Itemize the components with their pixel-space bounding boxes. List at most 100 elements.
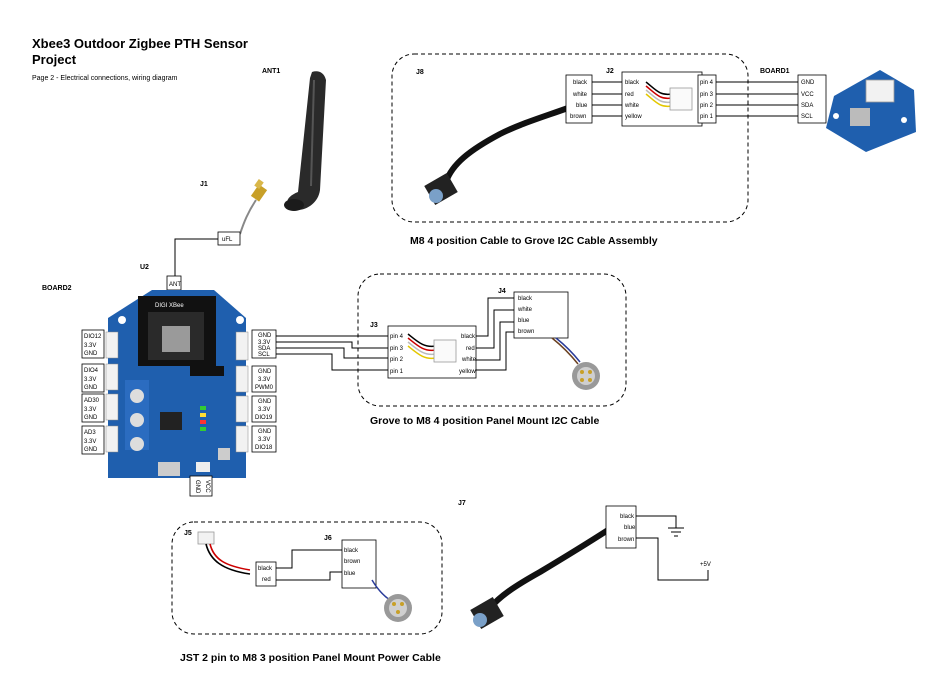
- grove-connector-top-image: [645, 81, 693, 111]
- ref-ant1: ANT1: [262, 68, 280, 75]
- ref-j5: J5: [184, 530, 192, 537]
- svg-text:SCL: SCL: [801, 114, 813, 120]
- caption-bottom: JST 2 pin to M8 3 position Panel Mount P…: [180, 652, 441, 664]
- svg-text:GND: GND: [84, 385, 98, 391]
- board2-image: DIGI XBee: [105, 290, 249, 478]
- svg-text:black: black: [344, 548, 359, 554]
- svg-text:pin 1: pin 1: [700, 114, 714, 120]
- j3-j4-wires: [476, 297, 518, 371]
- svg-text:AD3: AD3: [84, 430, 96, 436]
- svg-text:3.3V: 3.3V: [84, 439, 96, 445]
- board2-power-pins: [189, 475, 213, 497]
- svg-text:GND: GND: [258, 333, 272, 339]
- svg-text:3.3V: 3.3V: [258, 407, 270, 413]
- j4-box: [513, 291, 569, 339]
- title-line2: Project: [32, 52, 77, 67]
- svg-text:3.3V: 3.3V: [84, 407, 96, 413]
- svg-text:VCC: VCC: [204, 480, 210, 493]
- wires-board2-j3: [276, 335, 390, 371]
- svg-text:yellow: yellow: [625, 114, 642, 120]
- svg-text:black: black: [461, 334, 476, 340]
- svg-text:AD30: AD30: [84, 398, 100, 404]
- svg-text:pin 4: pin 4: [390, 334, 404, 340]
- ref-j6: J6: [324, 535, 332, 542]
- ref-j7: J7: [458, 500, 466, 507]
- ant-label: ANT: [169, 282, 181, 288]
- ufl-cable-image: [239, 179, 268, 235]
- board2-left-pins: DIO12 3.3V GND DIO4 3.3V GND AD30 3.3V G…: [81, 329, 105, 455]
- svg-text:SDA: SDA: [801, 103, 813, 109]
- svg-text:black: black: [573, 80, 588, 86]
- ref-u2: U2: [140, 264, 149, 271]
- board2-right-pins: GND 3.3V SDA SCL GND 3.3V PWM0 GND 3.3V …: [251, 329, 277, 453]
- svg-text:DIO4: DIO4: [84, 368, 99, 374]
- top-cable-group: [391, 53, 749, 223]
- svg-text:brown: brown: [570, 114, 586, 120]
- svg-text:GND: GND: [258, 429, 272, 435]
- svg-text:brown: brown: [344, 559, 360, 565]
- j6-box: [341, 539, 377, 589]
- j2-right-box: [697, 74, 717, 124]
- svg-text:white: white: [517, 307, 533, 313]
- svg-text:red: red: [466, 346, 475, 352]
- svg-text:blue: blue: [344, 571, 356, 577]
- svg-text:SCL: SCL: [258, 352, 270, 358]
- svg-text:brown: brown: [618, 537, 634, 543]
- mid-cable-group: [357, 273, 627, 407]
- svg-text:3.3V: 3.3V: [258, 437, 270, 443]
- svg-text:VCC: VCC: [801, 92, 814, 98]
- antenna-image: [284, 71, 326, 211]
- svg-text:DIO19: DIO19: [255, 415, 273, 421]
- title-line1: Xbee3 Outdoor Zigbee PTH Sensor: [32, 36, 248, 51]
- svg-text:3.3V: 3.3V: [258, 377, 270, 383]
- j5-j6-wires: [276, 549, 344, 581]
- svg-text:pin 2: pin 2: [700, 103, 714, 109]
- svg-text:blue: blue: [576, 103, 588, 109]
- svg-text:blue: blue: [624, 525, 636, 531]
- svg-text:GND: GND: [194, 480, 200, 494]
- svg-text:PWM0: PWM0: [255, 385, 274, 391]
- svg-text:3.3V: 3.3V: [84, 343, 96, 349]
- svg-text:blue: blue: [518, 318, 530, 324]
- svg-text:pin 3: pin 3: [700, 92, 714, 98]
- ufl-label: uFL: [222, 237, 233, 243]
- panel-mount-mid-image: [551, 337, 600, 390]
- power-label: +5V: [700, 562, 711, 568]
- m8-cable-bottom-image: [470, 527, 610, 630]
- svg-text:black: black: [620, 514, 635, 520]
- svg-text:GND: GND: [258, 399, 272, 405]
- board1-box: [797, 74, 827, 124]
- j3-box: [387, 325, 477, 379]
- caption-mid: Grove to M8 4 position Panel Mount I2C C…: [370, 415, 599, 427]
- panel-mount-bottom-image: [371, 579, 412, 622]
- svg-text:GND: GND: [801, 80, 815, 86]
- j7-power-wires: [636, 515, 709, 581]
- svg-text:black: black: [518, 296, 533, 302]
- svg-text:DIO12: DIO12: [84, 334, 102, 340]
- svg-text:pin 2: pin 2: [390, 357, 404, 363]
- svg-text:GND: GND: [258, 369, 272, 375]
- svg-text:yellow: yellow: [459, 369, 476, 375]
- j7-box: [605, 505, 637, 549]
- svg-text:black: black: [258, 566, 273, 572]
- svg-text:red: red: [625, 92, 634, 98]
- board2-logo: DIGI XBee: [155, 303, 184, 309]
- ref-j1: J1: [200, 181, 208, 188]
- j2-board1-wires: [716, 81, 798, 117]
- ref-j3: J3: [370, 322, 378, 329]
- svg-text:brown: brown: [518, 329, 534, 335]
- ref-board1: BOARD1: [760, 68, 790, 75]
- sensor-board-image: [826, 70, 916, 152]
- svg-text:GND: GND: [84, 351, 98, 357]
- svg-text:GND: GND: [84, 415, 98, 421]
- j5-box: [255, 561, 277, 587]
- j2-left-box: [565, 74, 593, 124]
- ref-board2: BOARD2: [42, 285, 72, 292]
- m8-cable-top-image: [424, 105, 570, 206]
- subtitle: Page 2 - Electrical connections, wiring …: [32, 75, 178, 82]
- svg-text:3.3V: 3.3V: [258, 340, 270, 346]
- svg-text:red: red: [262, 577, 271, 583]
- svg-text:3.3V: 3.3V: [84, 377, 96, 383]
- j2-wires-left: [592, 81, 622, 117]
